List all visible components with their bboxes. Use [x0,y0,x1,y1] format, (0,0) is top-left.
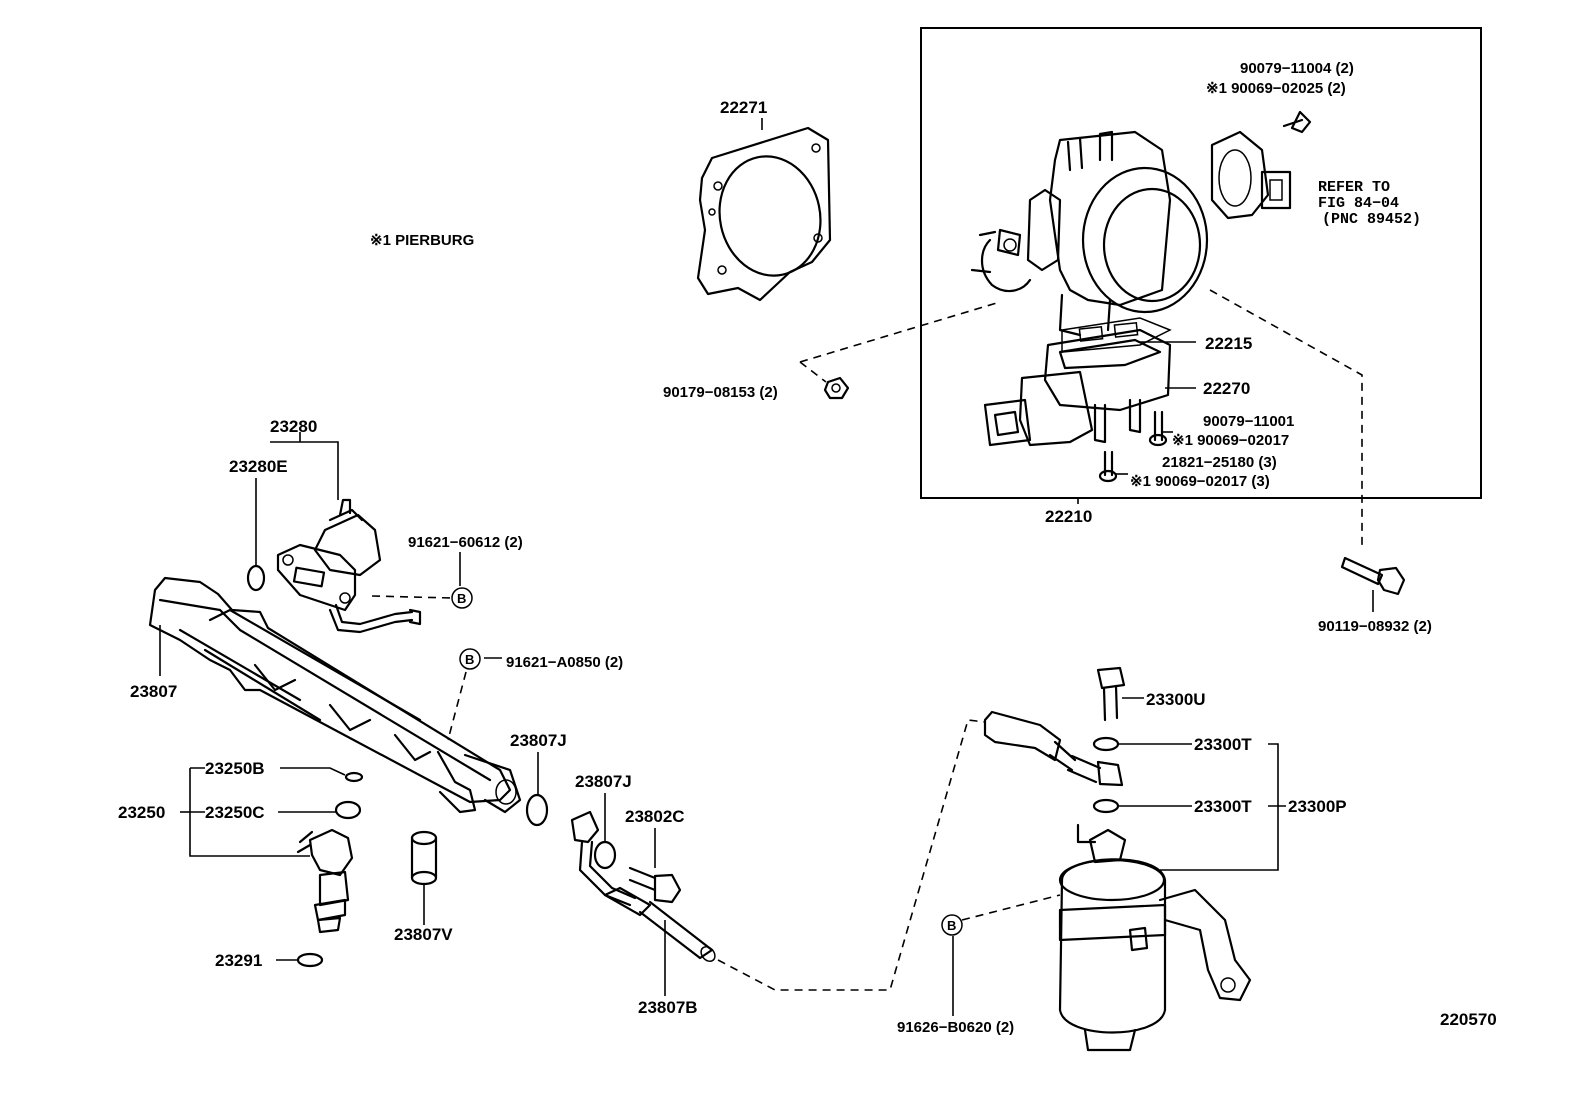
label-23802C: 23802C [625,807,685,826]
label-23807V: 23807V [394,925,453,944]
label-23300T-upper: 23300T [1194,735,1252,754]
label-23280: 23280 [270,417,317,436]
label-91621-A0850: 91621−A0850 (2) [506,654,623,671]
throttle-body-assembly-frame [920,27,1482,499]
label-23280E: 23280E [229,457,288,476]
insulator-23291 [296,952,324,968]
iac-screw-lower [1098,450,1118,483]
label-23807B: 23807B [638,998,698,1017]
fuel-injector-23250 [296,828,354,934]
callout-b-fuel-filter: B [941,914,963,936]
svg-text:B: B [465,652,474,667]
iac-screw-upper [1148,410,1168,447]
union-bolt-23802C [628,866,682,904]
union-bolt-23300U [1096,666,1126,722]
cushion-23250C [334,800,362,820]
label-90079-11001: 90079−11001 [1203,413,1294,430]
bolt-90119-08932 [1340,556,1406,596]
label-23250C: 23250C [205,803,265,822]
nut-90179-08153 [823,376,850,400]
label-23300U: 23300U [1146,690,1206,709]
label-21821-25180: 21821−25180 (3) [1162,454,1277,471]
o-ring-23807J-upper [525,793,549,827]
throttle-gasket-22271 [696,126,832,302]
svg-text:B: B [947,918,956,933]
o-ring-23807J-lower [593,840,617,870]
label-90069-02017-a: ※1 90069−02017 [1172,432,1289,449]
callout-b-delivery-pipe: B [459,648,481,670]
label-refer-line3: (PNC 89452) [1322,211,1421,228]
label-91626-B0620: 91626−B0620 (2) [897,1019,1014,1036]
label-23250B: 23250B [205,759,265,778]
o-ring-23280E [246,564,266,592]
callout-b-regulator: B [451,587,473,609]
throttle-position-sensor [1210,130,1292,220]
fuel-inlet-hose [983,710,1124,787]
label-90179-08153: 90179−08153 (2) [663,384,778,401]
label-refer-line1: REFER TO [1318,179,1390,196]
label-23807: 23807 [130,682,177,701]
throttle-body [970,130,1209,447]
pressure-regulator-23280 [276,498,422,634]
label-23250: 23250 [118,803,165,822]
label-22215: 22215 [1205,334,1252,353]
label-23300T-lower: 23300T [1194,797,1252,816]
label-90079-11004: 90079−11004 (2) [1240,60,1354,77]
dashed-connection-lines [371,289,1363,991]
label-23807J-upper: 23807J [510,731,567,750]
label-22270: 22270 [1203,379,1250,398]
pierburg-note: ※1 PIERBURG [370,232,474,249]
label-23300P: 23300P [1288,797,1347,816]
label-91621-60612: 91621−60612 (2) [408,534,523,551]
label-22271: 22271 [720,98,767,117]
gasket-22215 [1061,317,1172,353]
label-90119-08932: 90119−08932 (2) [1318,618,1432,635]
label-90069-02025: ※1 90069−02025 (2) [1206,80,1346,97]
tps-screw [1282,110,1312,134]
label-refer-line2: FIG 84−04 [1318,195,1399,212]
label-22210: 22210 [1045,507,1092,526]
seal-23250B [344,771,364,783]
fuel-filter-23300P [1058,823,1252,1052]
fuel-hose-23807B [570,810,716,962]
gasket-23300T-lower [1092,798,1120,814]
gasket-23300T-upper [1092,736,1120,752]
figure-number: 220570 [1440,1010,1497,1029]
leader-lines [159,118,1374,1016]
fuel-delivery-pipe-23807 [148,576,522,814]
label-23807J-lower: 23807J [575,772,632,791]
spacer-23807V [410,830,438,886]
svg-text:B: B [457,591,466,606]
label-90069-02017-b: ※1 90069−02017 (3) [1130,473,1270,490]
label-23291: 23291 [215,951,262,970]
